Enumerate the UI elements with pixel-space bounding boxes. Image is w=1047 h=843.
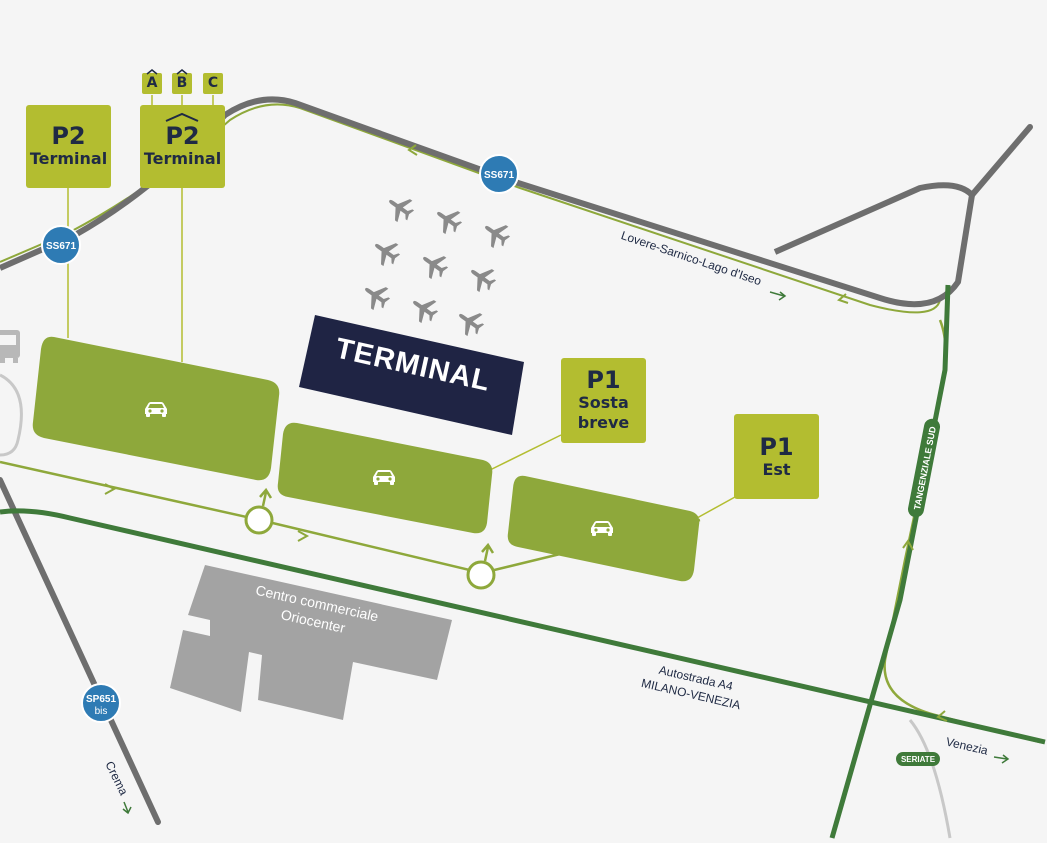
tag-a[interactable]: A bbox=[142, 73, 162, 94]
svg-text:SS671: SS671 bbox=[46, 241, 76, 252]
crema-label: Crema bbox=[102, 759, 131, 798]
roundabout-2 bbox=[466, 560, 496, 590]
sp651-badge: SP651 bis bbox=[81, 683, 121, 723]
svg-text:SERIATE: SERIATE bbox=[901, 755, 936, 764]
tangenziale-ramp bbox=[883, 319, 1041, 744]
seriate-badge: SERIATE bbox=[896, 752, 940, 766]
roof-icon bbox=[165, 112, 199, 122]
direction-arrows bbox=[104, 144, 948, 722]
west-service-road bbox=[0, 373, 23, 457]
p2-terminal-sign[interactable]: P2 Terminal bbox=[26, 105, 111, 188]
ss671-badge-top: SS671 bbox=[479, 154, 519, 194]
crema-arrow-icon bbox=[122, 801, 132, 815]
tangenziale-badge: TANGENZIALE SUD bbox=[907, 418, 941, 518]
p1-est-code: P1 bbox=[759, 433, 794, 461]
roundabout-1 bbox=[244, 505, 274, 535]
p2-terminal-abc-sign[interactable]: P2 Terminal bbox=[140, 105, 225, 188]
tag-c[interactable]: C bbox=[203, 73, 223, 94]
sp651-road bbox=[0, 477, 161, 825]
p1-est-sign[interactable]: P1 Est bbox=[734, 414, 819, 499]
p1-sosta-line1: Sosta bbox=[578, 393, 629, 412]
p1-est-name: Est bbox=[762, 460, 791, 479]
p1-sosta-breve-sign[interactable]: P1 Sosta breve bbox=[561, 358, 646, 443]
autostrada-a4 bbox=[0, 508, 1046, 745]
airplanes-icon bbox=[357, 189, 515, 341]
p1-sosta-code: P1 bbox=[586, 366, 621, 394]
exit-arrow-1 bbox=[259, 487, 273, 507]
svg-text:SP651: SP651 bbox=[86, 694, 116, 705]
p2-abc-code: P2 bbox=[165, 122, 200, 150]
seriate-road bbox=[908, 719, 952, 839]
terminal-building bbox=[299, 315, 524, 435]
p2-abc-name: Terminal bbox=[143, 149, 222, 168]
bus-icon bbox=[0, 330, 20, 363]
p2-name: Terminal bbox=[29, 149, 108, 168]
svg-text:SS671: SS671 bbox=[484, 170, 514, 181]
svg-text:bis: bis bbox=[95, 706, 108, 717]
venezia-label: Venezia bbox=[945, 734, 990, 757]
tag-chevrons-icon bbox=[146, 69, 188, 75]
road-to-northeast bbox=[969, 124, 1033, 198]
lovere-arrow-icon bbox=[769, 291, 787, 301]
tag-b[interactable]: B bbox=[172, 73, 192, 94]
venezia-arrow-icon bbox=[993, 754, 1010, 764]
exit-arrow-2 bbox=[481, 542, 495, 562]
p1-sosta-line2: breve bbox=[577, 413, 630, 432]
ss671-badge-left: SS671 bbox=[41, 225, 81, 265]
p2-code: P2 bbox=[51, 122, 86, 150]
oriocenter-building bbox=[170, 565, 452, 720]
